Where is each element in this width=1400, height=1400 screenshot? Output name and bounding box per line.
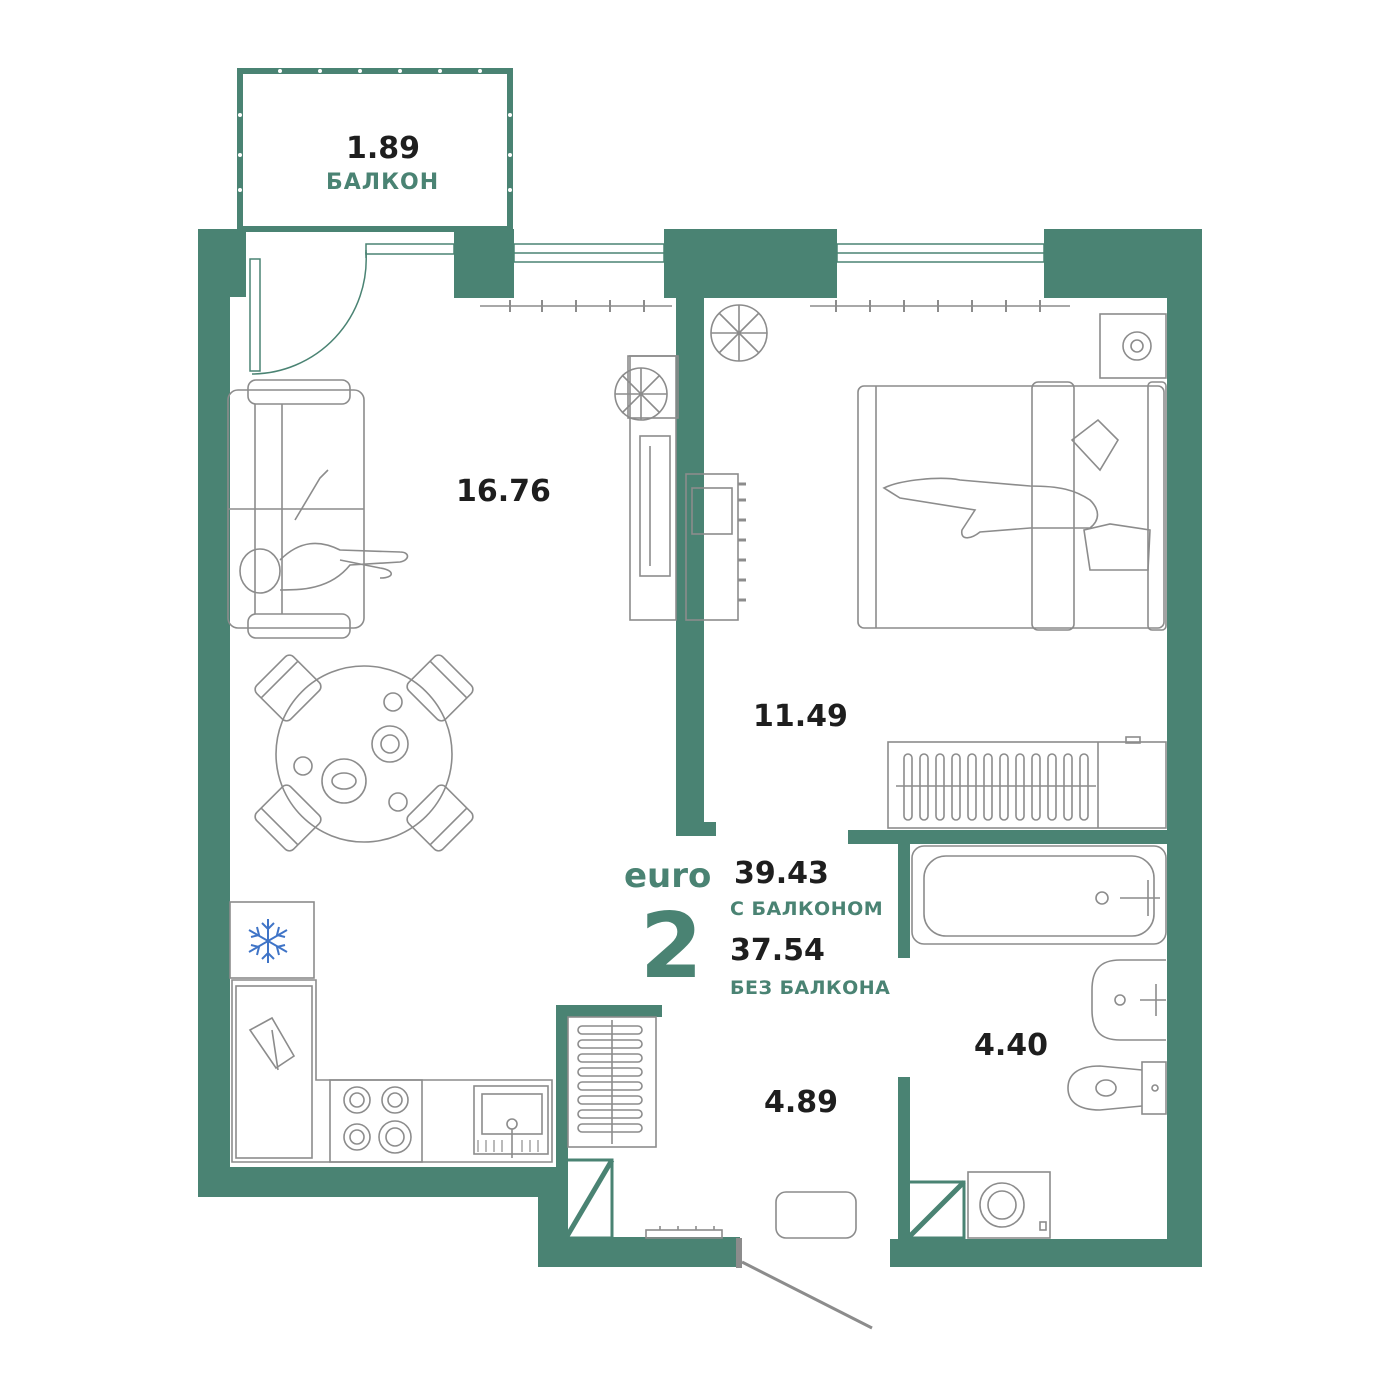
wardrobe-icon: [567, 1016, 657, 1148]
sofa-icon: [227, 379, 365, 639]
washbasin-icon: [1091, 959, 1166, 1041]
balcony: [237, 68, 513, 232]
radiator-icon: [887, 736, 1167, 829]
mat-icon: [775, 1191, 857, 1239]
balcony-door[interactable]: [251, 250, 367, 375]
toilet-icon: [1067, 1061, 1167, 1115]
stove-icon: [329, 1079, 423, 1163]
bathtub-icon: [911, 845, 1167, 945]
without-balcony-label: БЕЗ БАЛКОНА: [730, 977, 891, 999]
kitchen-counter-icon: [231, 979, 553, 1163]
radiator-small-icon: [645, 1226, 723, 1239]
balcony-name: БАЛКОН: [326, 170, 440, 195]
snowflake-icon: [248, 919, 288, 963]
apartment-rooms-count: 2: [640, 894, 703, 999]
bed-icon: [857, 381, 1167, 631]
entrance-door[interactable]: [736, 1238, 873, 1330]
hall-area: 4.89: [764, 1085, 839, 1120]
shelf-icon: [685, 473, 746, 621]
living-kitchen-area: 16.76: [456, 474, 551, 509]
apartment-brand: euro: [624, 856, 712, 896]
bedroom-area: 11.49: [753, 699, 848, 734]
total-area-without-balcony: 37.54: [730, 933, 825, 968]
appliance-icon: [1099, 313, 1167, 379]
closet-marks: [563, 1158, 966, 1240]
washing-machine-icon: [967, 1171, 1051, 1239]
walls: [198, 229, 1202, 1267]
tv-stand-icon: [627, 355, 679, 621]
windows: [249, 243, 1045, 372]
total-area-with-balcony: 39.43: [734, 856, 829, 891]
plant-icon: [614, 304, 768, 421]
table-icon: [254, 654, 474, 852]
balcony-area: 1.89: [346, 131, 421, 166]
person-icon: [239, 469, 409, 594]
with-balcony-label: С БАЛКОНОМ: [730, 898, 884, 920]
furniture: [227, 300, 1167, 1239]
bathroom-area: 4.40: [974, 1028, 1049, 1063]
sink-icon: [473, 1085, 549, 1158]
fridge-icon: [229, 901, 315, 979]
